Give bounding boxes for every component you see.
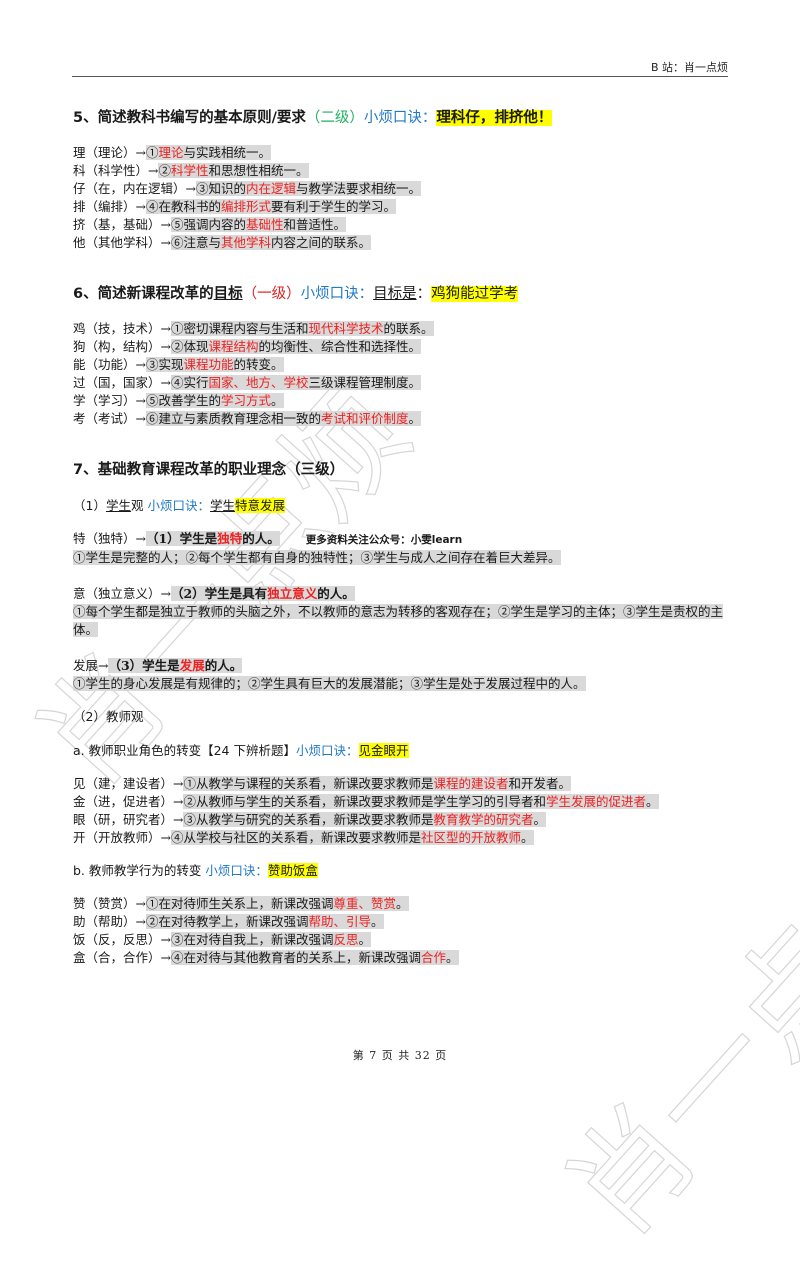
tip-label: 小烦口诀：: [363, 110, 437, 126]
teacher-behavior-heading: b. 教师教学行为的转变 小烦口诀：赞助饭盒: [73, 863, 318, 878]
list-item: 助（帮助）→②在对待教学上，新课改强调帮助、引导。: [73, 914, 384, 929]
item-body: ⑥注意与其他学科内容之间的联系。: [170, 235, 372, 250]
tip-underlined: 目标是: [373, 286, 417, 302]
teacher-behavior-list: 赞（赞赏）→①在对待师生关系上，新课改强调尊重、赞赏。 助（帮助）→②在对待教学…: [73, 895, 733, 967]
section-5-heading: 5、简述教科书编写的基本原则/要求（二级）小烦口诀：理科仔，排挤他！: [73, 106, 733, 130]
header-divider: [72, 76, 728, 77]
list-item: 赞（赞赏）→①在对待师生关系上，新课改强调尊重、赞赏。: [73, 896, 409, 911]
list-item: 过（国，国家）→④实行国家、地方、学校三级课程管理制度。: [73, 375, 422, 390]
teacher-role-list: 见（建，建设者）→①从教学与课程的关系看，新课改要求教师是课程的建设者和开发者。…: [73, 775, 733, 847]
mnemonic-highlight: 鸡狗能过学考: [431, 286, 519, 302]
student-point-2: 意（独立意义）→（2）学生是具有独立意义的人。 ①每个学生都是独立于教师的头脑之…: [73, 586, 724, 637]
student-point-3: 发展→（3）学生是发展的人。 ①学生的身心发展是有规律的；②学生具有巨大的发展潜…: [73, 658, 586, 691]
item-body: ③知识的内在逻辑与教学法要求相统一。: [195, 181, 422, 196]
teacher-view-heading: （2）教师观: [73, 709, 144, 724]
section-7-heading: 7、基础教育课程改革的职业理念（三级）: [73, 462, 345, 478]
list-item: 鸡（技，技术）→①密切课程内容与生活和现代科学技术的联系。: [73, 321, 434, 336]
tip-label: 小烦口诀：: [300, 286, 374, 302]
list-item: 考（考试）→⑥建立与素质教育理念相一致的考试和评价制度。: [73, 411, 422, 426]
section-6-title-underlined: 目标: [213, 286, 243, 302]
mnemonic-highlight: 赞助饭盒: [267, 863, 318, 878]
document-page: 肖一点烦 肖一点烦 B 站：肖一点烦 5、简述教科书编写的基本原则/要求（二级）…: [11, 61, 800, 1263]
mnemonic-highlight: 理科仔，排挤他！: [436, 110, 553, 126]
promo-text: 更多资料关注公众号：小雯learn: [305, 534, 463, 546]
student-view-heading: （1）学生观 小烦口诀：学生特意发展: [73, 498, 286, 513]
list-item: 挤（基，基础）→⑤强调内容的基础性和普适性。: [73, 216, 733, 234]
level-badge: （一级）: [242, 286, 301, 302]
item-key: 挤（基，基础）→: [73, 217, 171, 232]
teacher-role-heading: a. 教师职业角色的转变【24 下辨析题】小烦口诀：见金眼开: [73, 743, 409, 758]
list-item: 开（开放教师）→④从学校与社区的关系看，新课改要求教师是社区型的开放教师。: [73, 830, 534, 845]
list-item: 狗（构，结构）→②体现课程结构的均衡性、综合性和选择性。: [73, 339, 422, 354]
mnemonic-highlight: 见金眼开: [358, 743, 409, 758]
item-key: 理（理论）→: [73, 145, 146, 160]
list-item: 盒（合，合作）→④在对待与其他教育者的关系上，新课改强调合作。: [73, 950, 459, 965]
item-key: 他（其他学科）→: [73, 235, 171, 250]
item-body: ①理论与实践相统一。: [145, 145, 272, 160]
list-item: 科（科学性）→②科学性和思想性相统一。: [73, 162, 733, 180]
item-body: ④在教科书的编排形式要有利于学生的学习。: [145, 199, 397, 214]
section-6-heading: 6、简述新课程改革的目标（一级）小烦口诀：目标是：鸡狗能过学考: [73, 286, 519, 302]
list-item: 金（进，促进者）→②从教师与学生的关系看，新课改要求教师是学生学习的引导者和学生…: [73, 794, 659, 809]
page-number: 第 7 页 共 32 页: [352, 1049, 448, 1062]
list-item: 饭（反，反思）→③在对待自我上，新课改强调反思。: [73, 932, 372, 947]
item-key: 仔（在，内在逻辑）→: [73, 181, 196, 196]
list-item: 仔（在，内在逻辑）→③知识的内在逻辑与教学法要求相统一。: [73, 180, 733, 198]
item-body: ⑤强调内容的基础性和普适性。: [170, 217, 347, 232]
list-item: 眼（研，研究者）→③从教学与研究的关系看，新课改要求教师是教育教学的研究者。: [73, 812, 547, 827]
student-point-1: 特（独特）→（1）学生是独特的人。更多资料关注公众号：小雯learn ①学生是完…: [73, 531, 561, 565]
list-item: 见（建，建设者）→①从教学与课程的关系看，新课改要求教师是课程的建设者和开发者。: [73, 776, 572, 791]
item-key: 排（编排）→: [73, 199, 146, 214]
list-item: 排（编排）→④在教科书的编排形式要有利于学生的学习。: [73, 198, 733, 216]
list-item: 学（学习）→⑤改善学生的学习方式。: [73, 393, 284, 408]
list-item: 理（理论）→①理论与实践相统一。: [73, 144, 733, 162]
list-item: 能（功能）→③实现课程功能的转变。: [73, 357, 284, 372]
item-key: 科（科学性）→: [73, 163, 159, 178]
list-item: 他（其他学科）→⑥注意与其他学科内容之间的联系。: [73, 234, 733, 252]
item-body: ②科学性和思想性相统一。: [158, 163, 309, 178]
header-channel-text: B 站：肖一点烦: [650, 61, 728, 74]
tip-label: 小烦口诀：: [147, 498, 210, 513]
section-6-title: 6、简述新课程改革的: [73, 286, 214, 302]
level-badge: （二级）: [305, 110, 364, 126]
section-5-title: 5、简述教科书编写的基本原则/要求: [73, 110, 306, 126]
section-6-list: 鸡（技，技术）→①密切课程内容与生活和现代科学技术的联系。 狗（构，结构）→②体…: [73, 320, 733, 428]
section-5-list: 理（理论）→①理论与实践相统一。 科（科学性）→②科学性和思想性相统一。 仔（在…: [73, 144, 733, 252]
mnemonic-highlight: 特意发展: [235, 498, 286, 513]
page-content: 5、简述教科书编写的基本原则/要求（二级）小烦口诀：理科仔，排挤他！ 理（理论）…: [73, 92, 733, 967]
